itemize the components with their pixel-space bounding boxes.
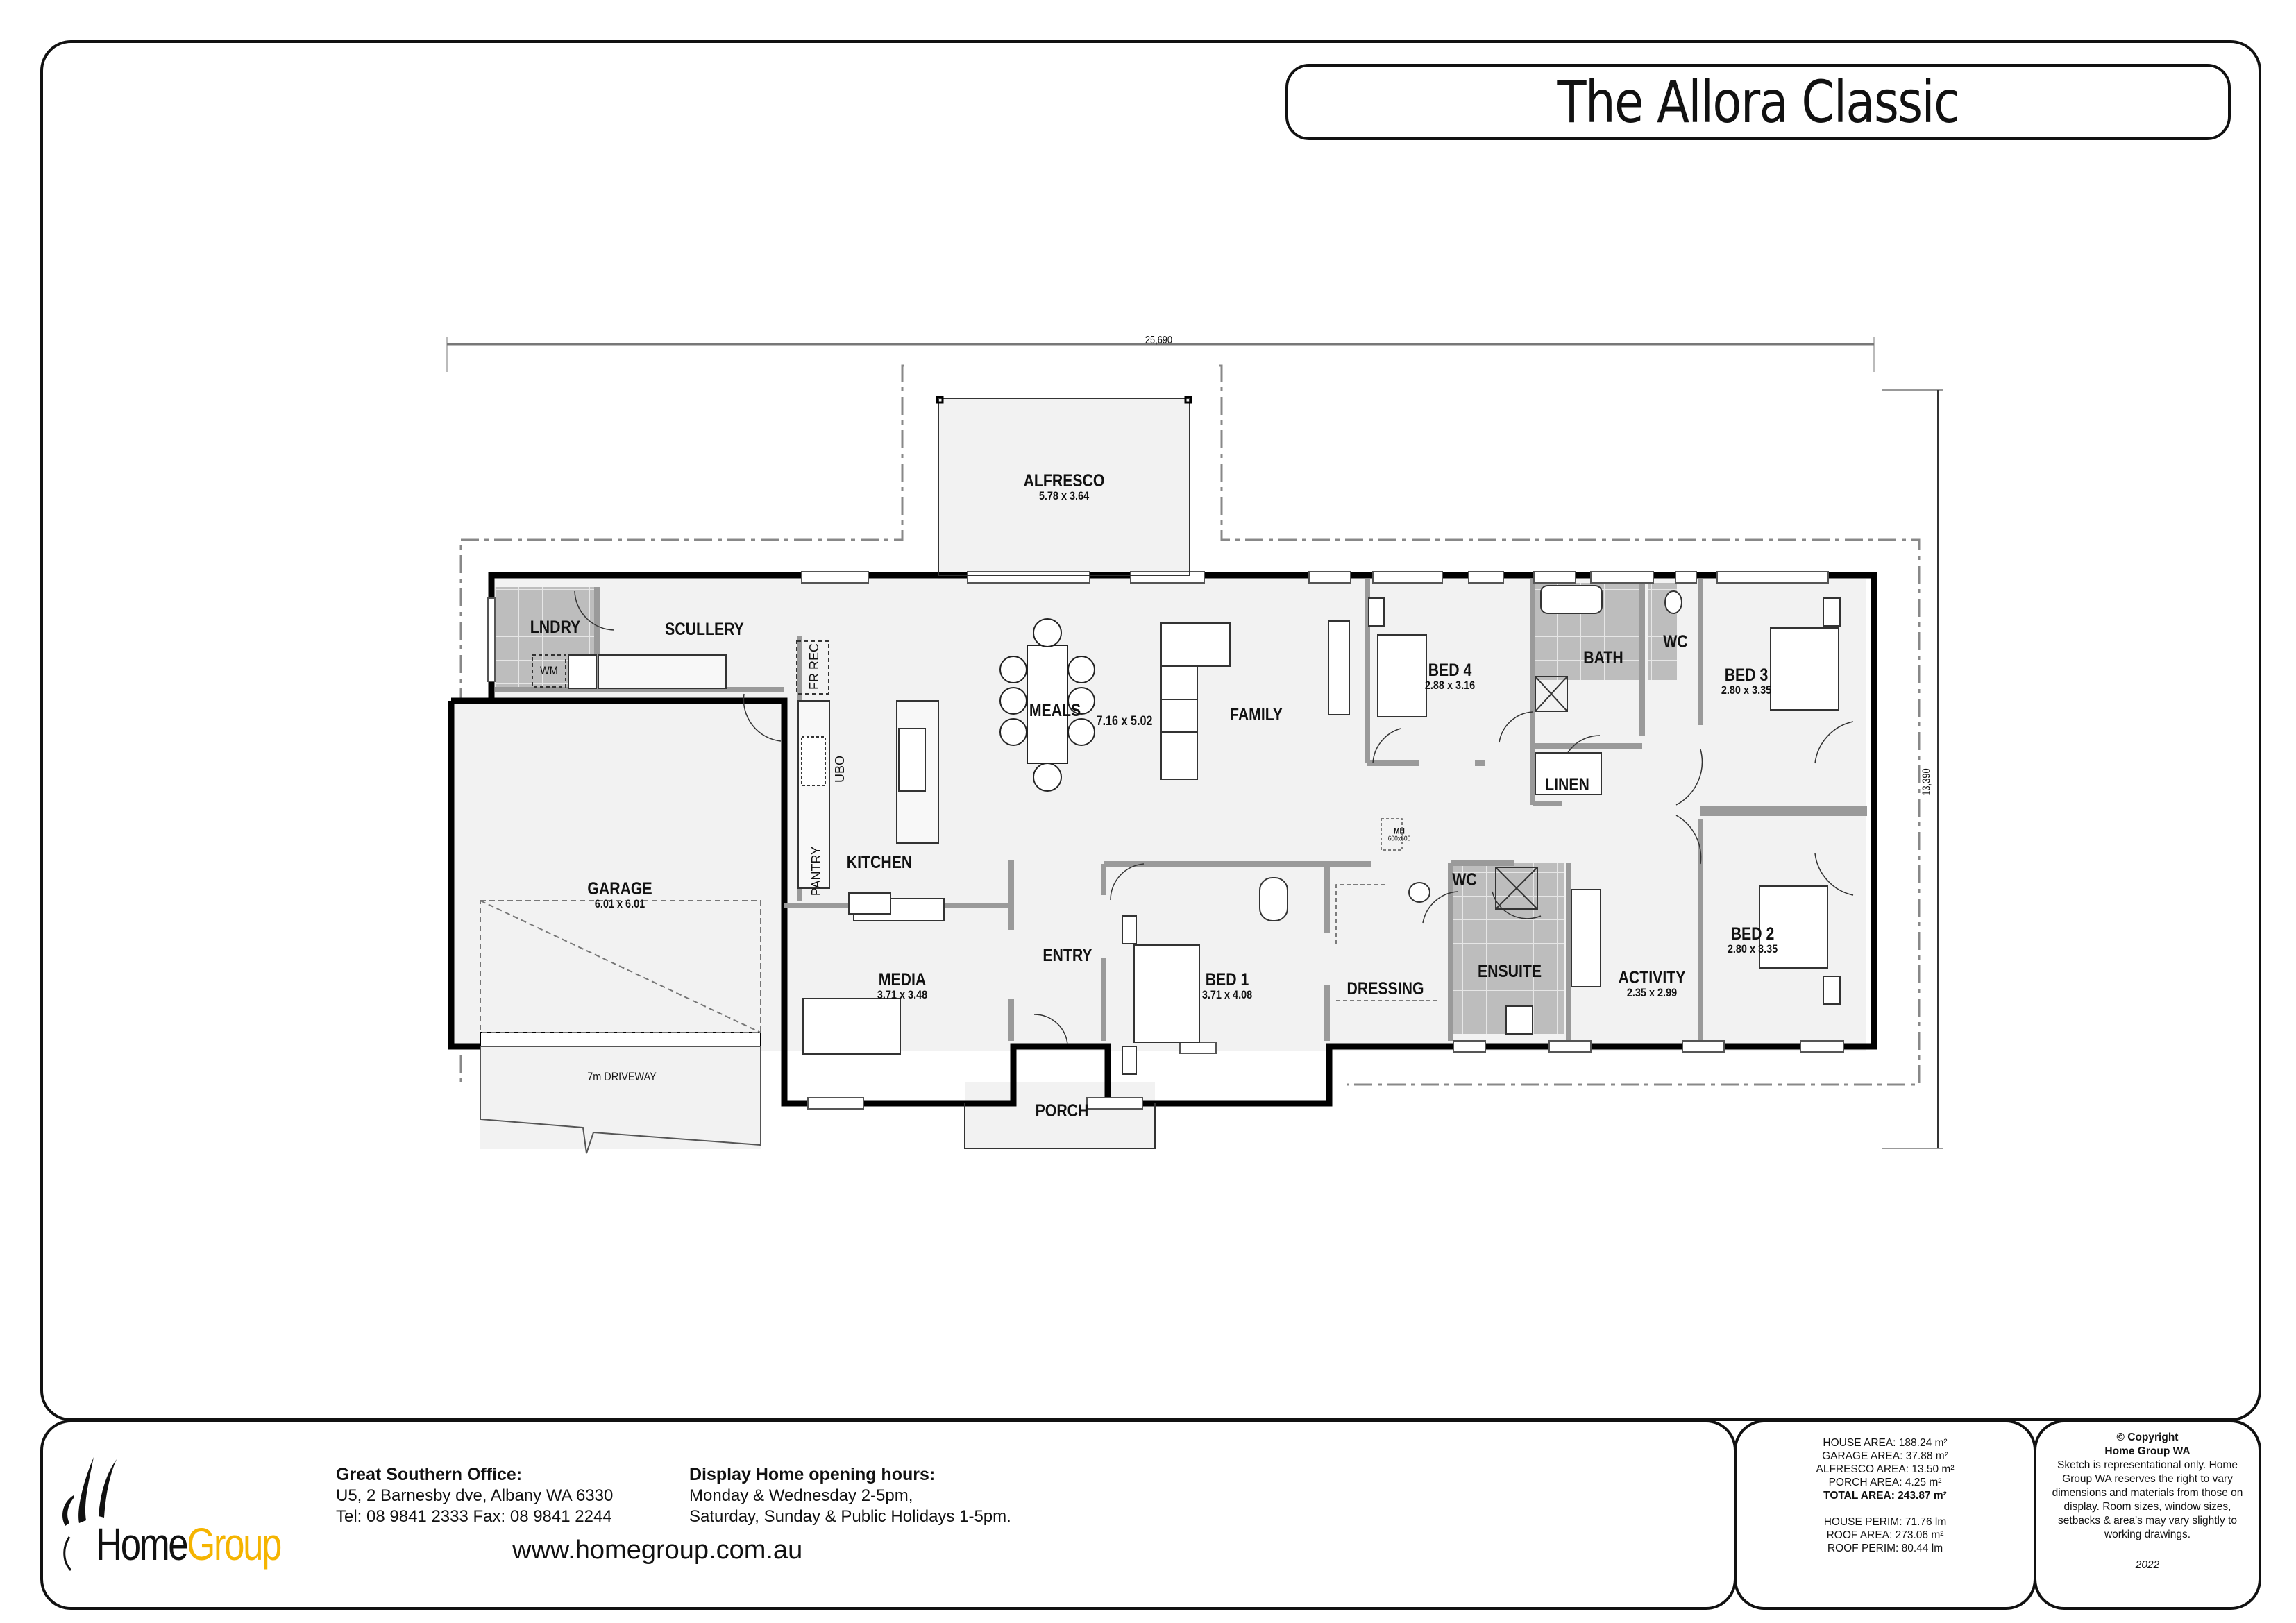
driveway	[480, 1046, 761, 1154]
label-pantry: PANTRY	[809, 846, 824, 897]
room-linen: LINEN	[1545, 774, 1589, 794]
room-entry: ENTRY	[1043, 945, 1092, 965]
roof-area: ROOF AREA: 273.06 m²	[1826, 1529, 1944, 1541]
label-ubo: UBO	[833, 755, 847, 783]
room-meals-size: 7.16 x 5.02	[1096, 714, 1153, 729]
room-wc-ensuite: WC	[1452, 869, 1477, 890]
dressing-robes	[1335, 884, 1437, 1001]
windows	[487, 571, 1844, 1110]
office-heading: Great Southern Office:	[336, 1465, 523, 1484]
room-porch: PORCH	[1035, 1101, 1089, 1121]
website-link[interactable]: www.homegroup.com.au	[512, 1536, 803, 1565]
room-lndry: LNDRY	[530, 617, 581, 637]
office-info: Great Southern Office: U5, 2 Barnesby dv…	[336, 1464, 613, 1527]
room-bath: BATH	[1583, 647, 1623, 668]
room-ensuite: ENSUITE	[1477, 961, 1542, 981]
logo-text-home: Home	[96, 1518, 189, 1570]
dimension-lines	[446, 337, 1943, 1149]
roofline	[459, 364, 1921, 1086]
alfresco-outline	[938, 398, 1190, 576]
room-meals: MEALS	[1029, 700, 1081, 720]
driveway-label: 7m DRIVEWAY	[587, 1070, 657, 1084]
area-statistics: HOUSE AREA: 188.24 m² GARAGE AREA: 37.88…	[1737, 1436, 2034, 1555]
bed-furniture	[1122, 597, 1841, 1075]
room-scullery: SCULLERY	[665, 619, 744, 639]
media-furniture	[802, 892, 901, 1055]
porch-outline	[964, 1103, 1156, 1149]
copyright-line1: © Copyright	[2116, 1431, 2179, 1443]
room-family: FAMILY	[1230, 704, 1283, 724]
total-area: TOTAL AREA: 243.87 m²	[1823, 1490, 1947, 1502]
copyright-line2: Home Group WA	[2104, 1445, 2191, 1457]
overall-depth-label: 13,390	[1921, 768, 1933, 796]
family-sofa	[1160, 620, 1350, 780]
display-hours: Display Home opening hours: Monday & Wed…	[689, 1464, 1011, 1527]
display-hours-line2: Saturday, Sunday & Public Holidays 1-5pm…	[689, 1507, 1011, 1526]
linen-cupboard	[1535, 752, 1602, 795]
bathroom-fixtures	[1408, 585, 1682, 1035]
footer-frame-copyright	[2034, 1420, 2261, 1610]
room-kitchen: KITCHEN	[846, 852, 913, 872]
copyright-year: 2022	[2135, 1559, 2160, 1571]
kitchen-fixtures	[796, 640, 945, 921]
room-wm: WM	[540, 664, 558, 678]
office-contact: Tel: 08 9841 2333 Fax: 08 9841 2244	[336, 1507, 612, 1526]
label-fr-rec: FR REC	[807, 643, 821, 690]
porch-area: PORCH AREA: 4.25 m²	[1828, 1477, 1942, 1488]
office-address: U5, 2 Barnesby dve, Albany WA 6330	[336, 1486, 614, 1505]
room-wc-main: WC	[1663, 631, 1688, 652]
roof-perim: ROOF PERIM: 80.44 lm	[1827, 1543, 1943, 1554]
house-area: HOUSE AREA: 188.24 m²	[1823, 1437, 1948, 1449]
garage-area: GARAGE AREA: 37.88 m²	[1822, 1450, 1948, 1462]
laundry-fixtures	[532, 654, 727, 689]
internal-walls	[495, 579, 1867, 1041]
copyright-block: © Copyright Home Group WA Sketch is repr…	[2041, 1431, 2254, 1572]
overall-width-label: 25,690	[1145, 334, 1173, 346]
dining-table	[999, 618, 1095, 792]
homegroup-logo: HomeGroup	[56, 1454, 316, 1572]
copyright-disclaimer: Sketch is representational only. Home Gr…	[2052, 1459, 2243, 1540]
plan-title: The Allora Classic	[1557, 68, 1960, 136]
house-perim: HOUSE PERIM: 71.76 lm	[1823, 1516, 1947, 1528]
display-heading: Display Home opening hours:	[689, 1465, 936, 1484]
manhole	[1381, 818, 1403, 851]
logo-text-group: Group	[187, 1518, 282, 1570]
alfresco-area: ALFRESCO AREA: 13.50 m²	[1816, 1463, 1955, 1475]
swan-logo-icon	[62, 1457, 117, 1572]
display-hours-line1: Monday & Wednesday 2-5pm,	[689, 1486, 913, 1505]
title-box: The Allora Classic	[1285, 64, 2231, 140]
room-dressing: DRESSING	[1347, 978, 1424, 999]
